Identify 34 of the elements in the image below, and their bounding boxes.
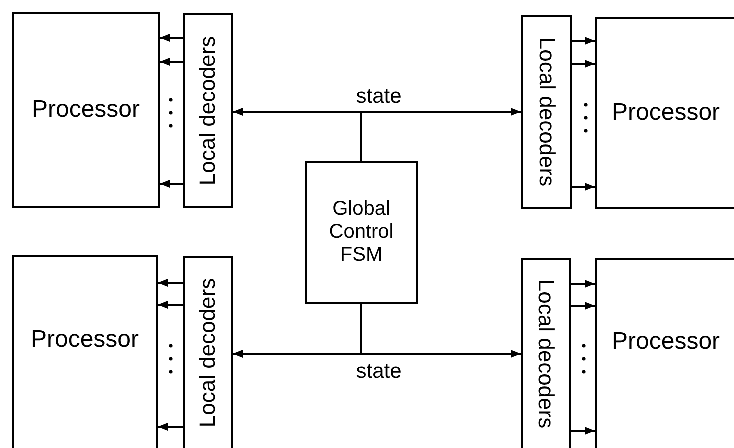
- arrow: [571, 280, 595, 288]
- processor-box: [595, 17, 734, 209]
- arrow: [360, 108, 521, 161]
- signal-label: state: [356, 86, 402, 107]
- arrow: [160, 58, 183, 66]
- arrow: [572, 183, 595, 191]
- arrow: [571, 302, 595, 310]
- decoder-bar: [183, 256, 233, 448]
- arrow: [158, 301, 183, 309]
- processor-box: [12, 12, 160, 208]
- arrow: [160, 180, 183, 188]
- decoder-bar: [183, 13, 233, 208]
- node-label: Processor: [30, 327, 140, 354]
- node-label: Processor: [612, 328, 720, 356]
- arrow: [158, 279, 183, 287]
- arrow: [160, 34, 183, 42]
- processor-box: [12, 255, 158, 448]
- vertical-label: Local decoders: [534, 279, 558, 429]
- arrow: [571, 427, 595, 435]
- arrow: [360, 304, 521, 358]
- node-label: Global Control FSM: [328, 198, 395, 267]
- decoder-bar: [521, 15, 572, 209]
- processor-box: [595, 258, 734, 448]
- arrow: [572, 60, 595, 68]
- fsm-box: [305, 161, 418, 304]
- vertical-label: Local decoders: [534, 37, 559, 187]
- node-label: Processor: [612, 100, 720, 126]
- arrow: [158, 423, 183, 431]
- vertical-label: Local decoders: [196, 36, 220, 186]
- vertical-label: Local decoders: [196, 278, 220, 428]
- signal-label: state: [356, 361, 402, 382]
- decoder-bar: [521, 258, 571, 448]
- node-label: Processor: [32, 96, 140, 124]
- arrow: [572, 37, 595, 45]
